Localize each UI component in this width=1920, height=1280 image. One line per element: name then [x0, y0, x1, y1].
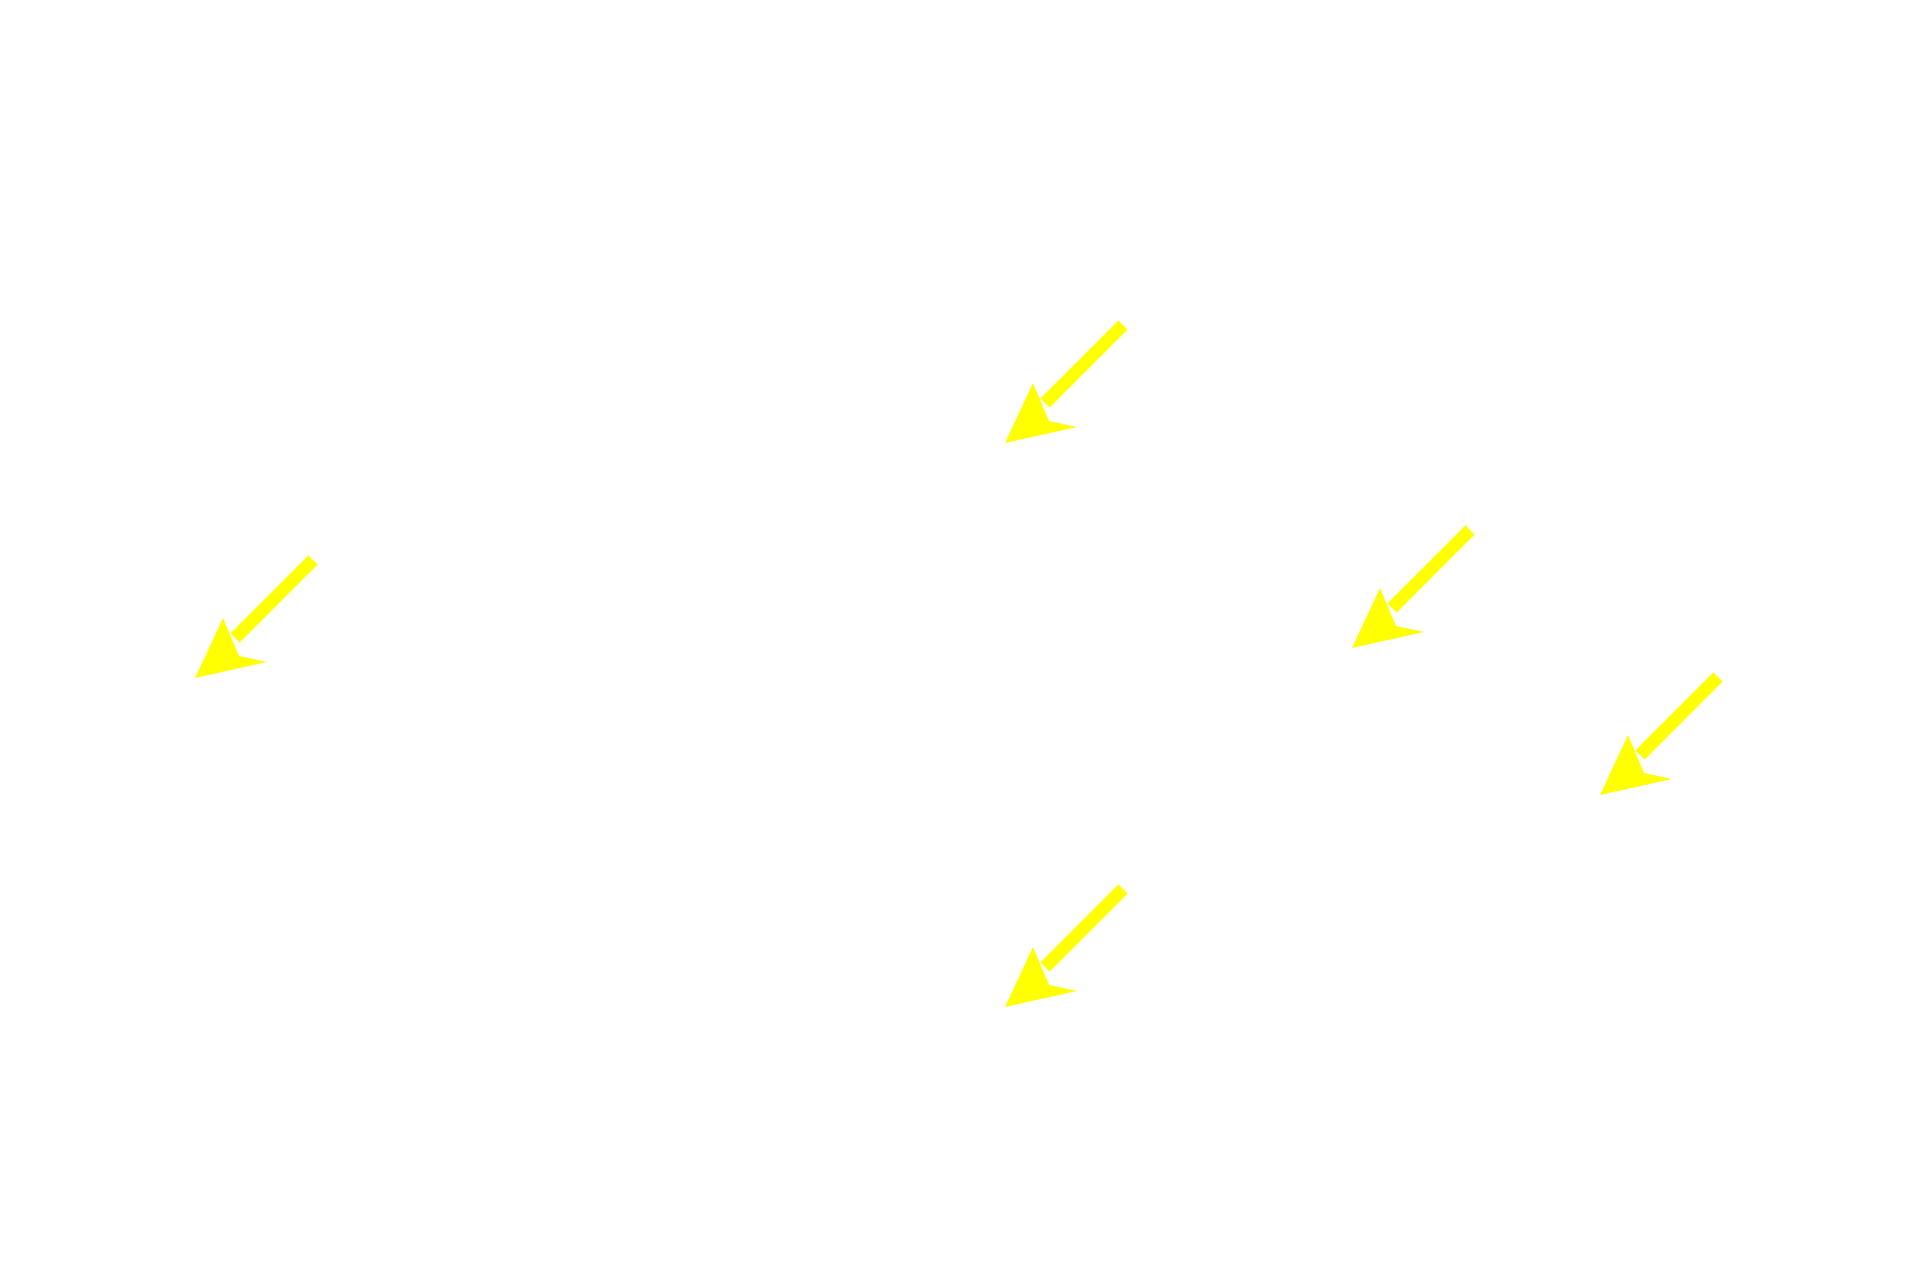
pointer-arrow-4 — [1592, 663, 1732, 803]
pointer-arrow-5 — [997, 875, 1137, 1015]
pointer-arrow-3 — [1344, 516, 1484, 656]
arrow-down-left-icon — [1005, 884, 1128, 1007]
pointer-arrow-2 — [187, 546, 327, 686]
pointer-arrow-1 — [997, 311, 1137, 451]
arrow-down-left-icon — [1352, 525, 1475, 648]
arrow-down-left-icon — [195, 555, 318, 678]
arrow-down-left-icon — [1005, 320, 1128, 443]
arrow-down-left-icon — [1600, 672, 1723, 795]
